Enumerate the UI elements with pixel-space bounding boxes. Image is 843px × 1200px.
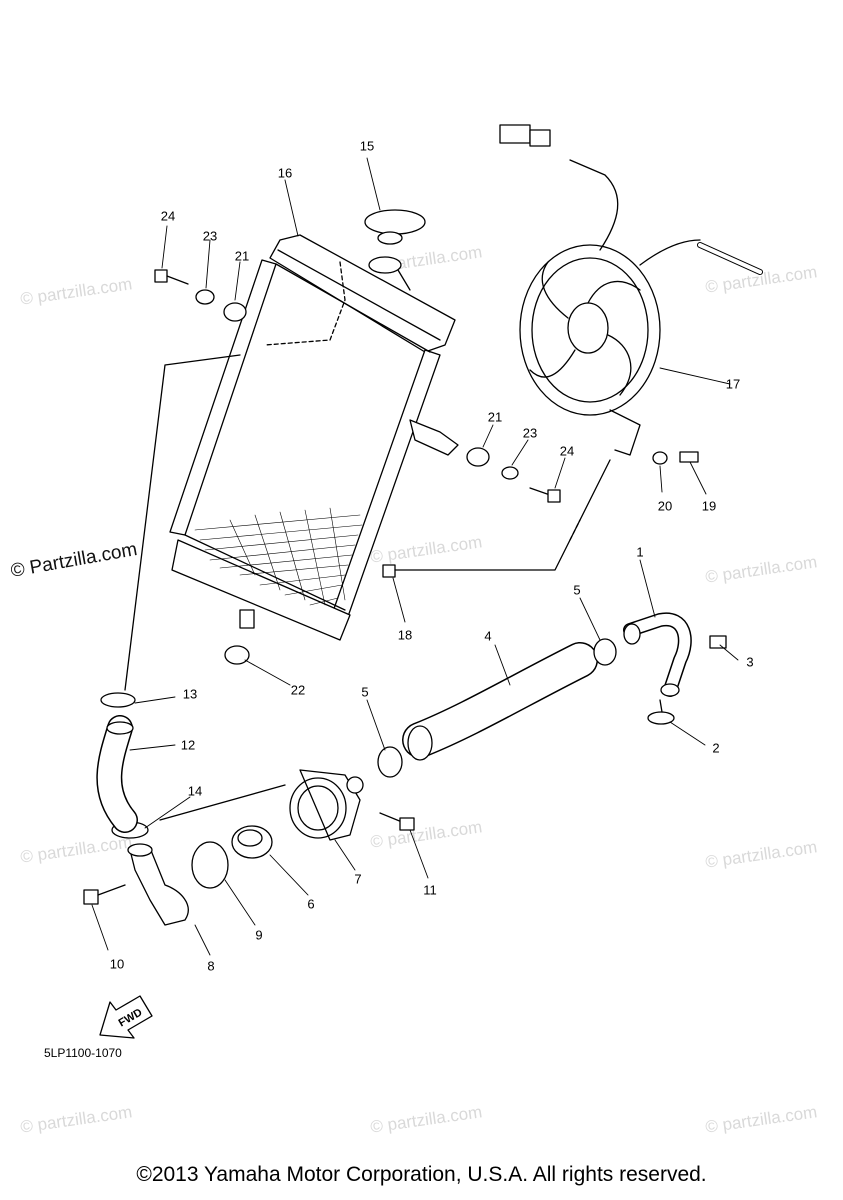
callout-17[interactable]: 17 xyxy=(725,376,741,392)
fan-assembly xyxy=(499,124,763,456)
callout-24[interactable]: 24 xyxy=(559,443,575,459)
callout-21[interactable]: 21 xyxy=(487,409,503,425)
callout-19[interactable]: 19 xyxy=(701,498,717,514)
callout-8[interactable]: 8 xyxy=(207,958,215,974)
callout-16[interactable]: 16 xyxy=(277,165,293,181)
callout-15[interactable]: 15 xyxy=(359,138,375,154)
callout-13[interactable]: 13 xyxy=(182,686,198,702)
callout-22[interactable]: 22 xyxy=(290,682,306,698)
callout-4[interactable]: 4 xyxy=(484,628,492,644)
hose-clamp xyxy=(593,638,617,666)
callout-1[interactable]: 1 xyxy=(636,544,644,560)
o-ring xyxy=(191,841,229,889)
washer xyxy=(652,451,668,465)
callout-5[interactable]: 5 xyxy=(361,684,369,700)
right-mount-hardware xyxy=(466,447,561,503)
callout-21[interactable]: 21 xyxy=(234,248,250,264)
o-ring xyxy=(647,711,675,725)
callout-18[interactable]: 18 xyxy=(397,627,413,643)
upper-mount-hardware xyxy=(154,269,247,322)
thermostat-housing xyxy=(289,769,364,841)
hose-clamp xyxy=(377,746,403,778)
callout-12[interactable]: 12 xyxy=(180,737,196,753)
callout-6[interactable]: 6 xyxy=(307,896,315,912)
hose-1 xyxy=(623,612,692,697)
callout-7[interactable]: 7 xyxy=(354,871,362,887)
callout-9[interactable]: 9 xyxy=(255,927,263,943)
callout-23[interactable]: 23 xyxy=(202,228,218,244)
hose-12 xyxy=(96,715,138,833)
drain-cap xyxy=(224,645,250,665)
callout-24[interactable]: 24 xyxy=(160,208,176,224)
fwd-arrow xyxy=(99,995,153,1039)
callout-20[interactable]: 20 xyxy=(657,498,673,514)
callout-10[interactable]: 10 xyxy=(109,956,125,972)
diagram-code: 5LP1100-1070 xyxy=(44,1046,122,1060)
callout-11[interactable]: 11 xyxy=(423,882,437,898)
callout-14[interactable]: 14 xyxy=(187,783,203,799)
callout-2[interactable]: 2 xyxy=(712,740,720,756)
callout-3[interactable]: 3 xyxy=(746,654,754,670)
radiator xyxy=(169,234,459,641)
thermostat xyxy=(231,825,273,859)
callout-23[interactable]: 23 xyxy=(522,425,538,441)
callout-5[interactable]: 5 xyxy=(573,582,581,598)
hose-4 xyxy=(402,642,598,761)
thermostat-cover xyxy=(127,843,189,926)
copyright-notice: ©2013 Yamaha Motor Corporation, U.S.A. A… xyxy=(136,1163,707,1186)
hose-clamp xyxy=(100,692,136,708)
bolt xyxy=(679,451,699,463)
radiator-cap xyxy=(364,209,426,245)
